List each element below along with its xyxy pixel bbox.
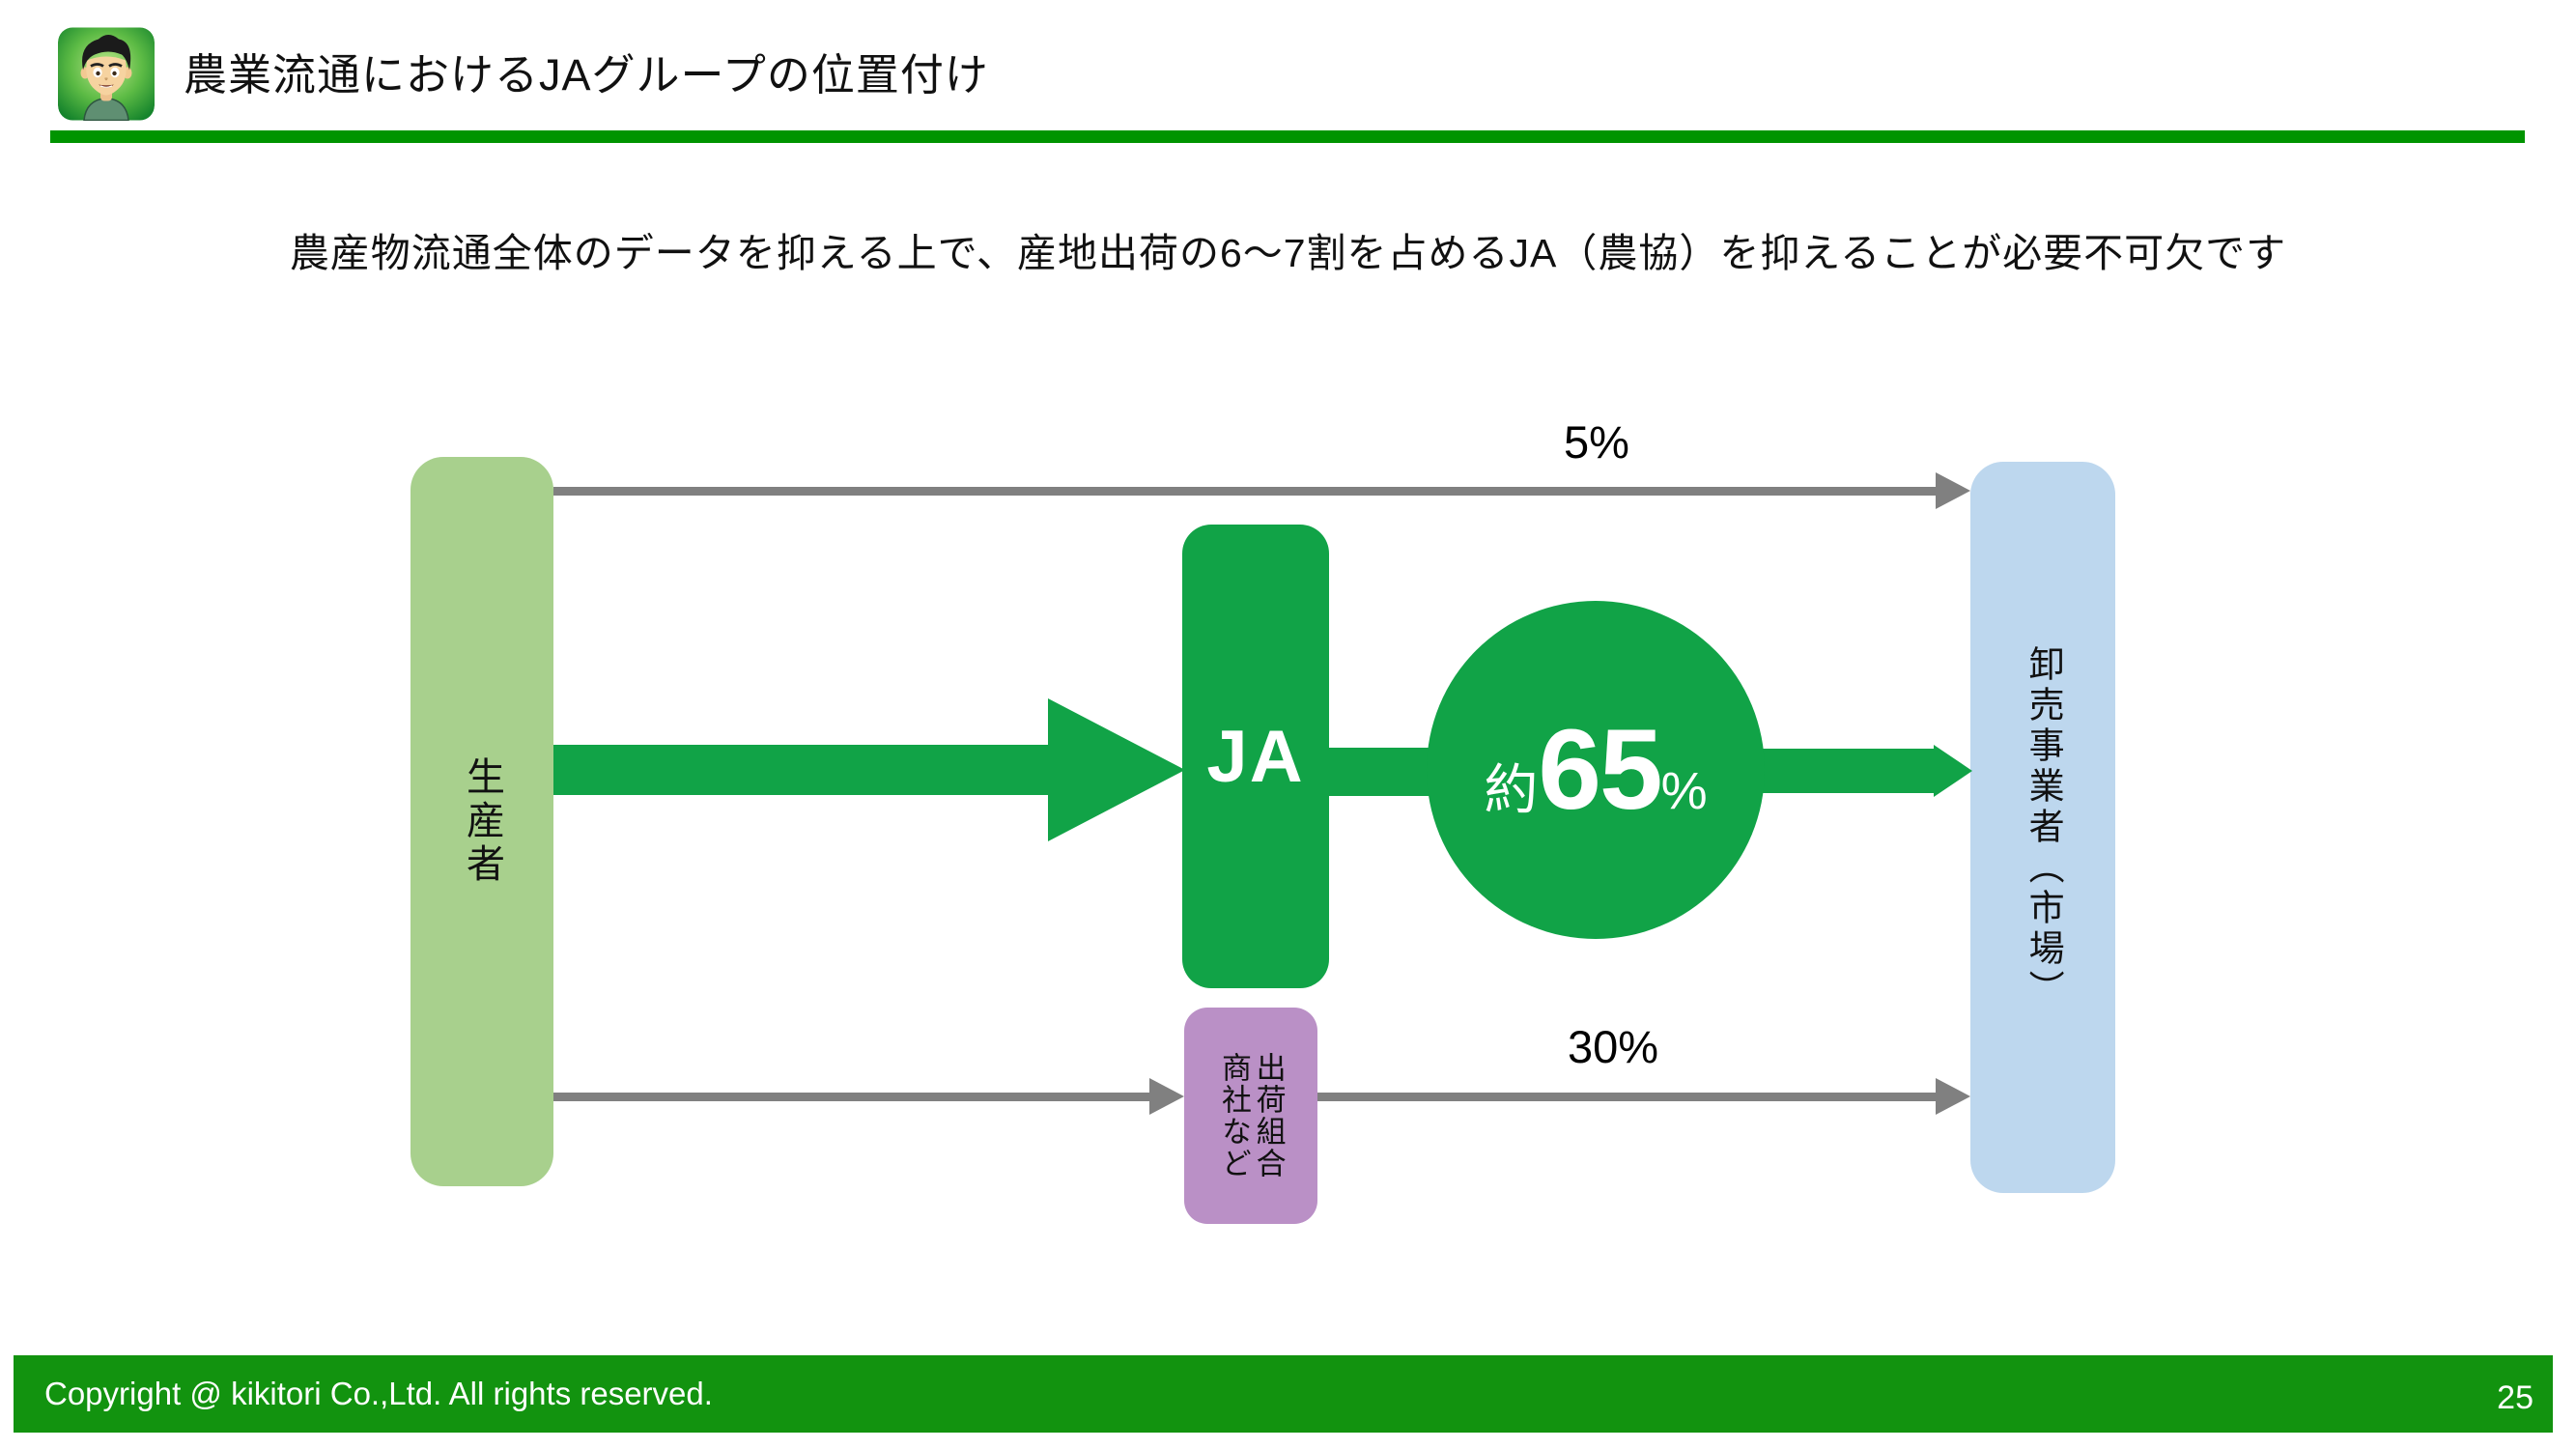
shipping-group-label: 出荷組合 商社など xyxy=(1217,1052,1286,1179)
circle-out-connector xyxy=(1762,749,1936,793)
share-value: 65 xyxy=(1538,706,1662,834)
flow-direct-line xyxy=(553,487,1938,496)
wholesaler-box: 卸売事業者（市場） xyxy=(1970,462,2115,1193)
flow-group-label: 30% xyxy=(1567,1021,1659,1072)
share-suffix: % xyxy=(1660,762,1708,820)
presenter-avatar-icon xyxy=(58,27,155,121)
flow-direct-label: 5% xyxy=(1564,416,1629,468)
producer-box: 生産者 xyxy=(410,457,553,1186)
flow-ja-body xyxy=(553,745,1050,795)
wholesaler-label: 卸売事業者（市場） xyxy=(2024,644,2064,1010)
producer-label: 生産者 xyxy=(461,756,503,887)
flow-ja-out-arrowhead-icon xyxy=(1934,745,1972,797)
flow-group-line-1 xyxy=(553,1093,1150,1101)
share-prefix: 約 xyxy=(1484,759,1539,820)
footer-bar xyxy=(14,1355,2553,1433)
ja-circle-connector xyxy=(1329,748,1431,796)
flow-direct-arrowhead-icon xyxy=(1936,472,1970,509)
page-title: 農業流通におけるJAグループの位置付け xyxy=(184,50,989,99)
page-number: 25 xyxy=(2497,1379,2534,1416)
lead-text: 農産物流通全体のデータを抑える上で、産地出荷の6～7割を占めるJA（農協）を抑え… xyxy=(289,231,2287,275)
shipping-group-box: 出荷組合 商社など xyxy=(1184,1008,1317,1224)
flow-group-arrowhead-2-icon xyxy=(1936,1078,1970,1115)
flow-group-line-2 xyxy=(1317,1093,1936,1101)
header-rule xyxy=(50,130,2525,143)
ja-box: JA xyxy=(1182,525,1329,988)
flow-group-arrowhead-1-icon xyxy=(1149,1078,1184,1115)
ja-label: JA xyxy=(1206,715,1305,798)
flow-ja-arrowhead-icon xyxy=(1048,698,1185,841)
copyright-text: Copyright @ kikitori Co.,Ltd. All rights… xyxy=(44,1376,713,1411)
